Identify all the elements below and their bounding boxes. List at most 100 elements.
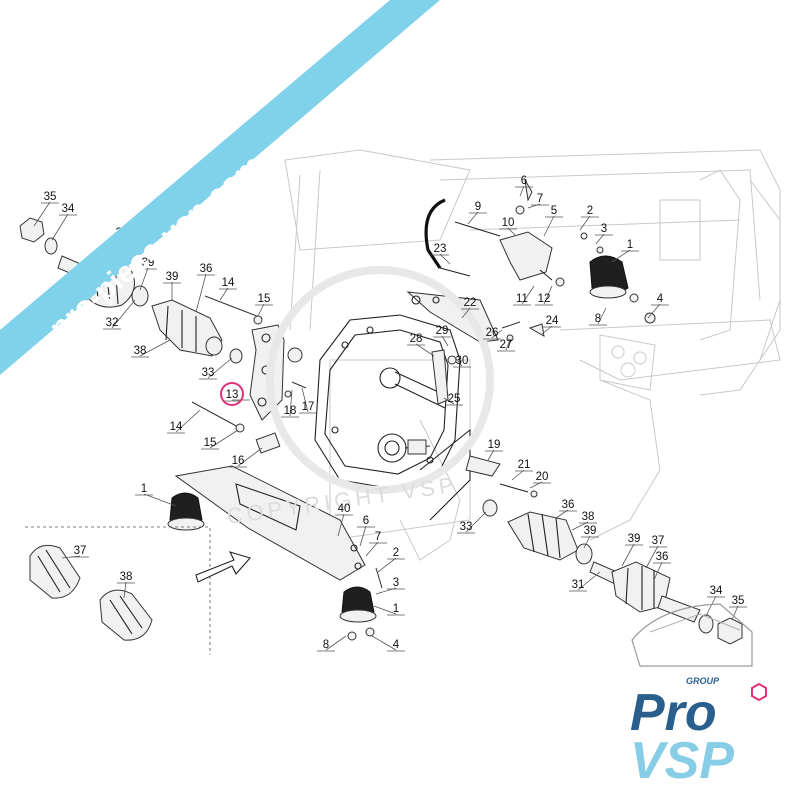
callout-34b: 34 — [710, 585, 723, 597]
leader-line-12a — [543, 285, 553, 305]
callout-4a: 4 — [393, 639, 400, 651]
leader-line-1c — [611, 249, 631, 263]
skid-plate-40 — [174, 465, 366, 581]
callout-8a: 8 — [323, 639, 329, 651]
callout-24a: 24 — [546, 315, 559, 327]
callout-23a: 23 — [434, 243, 447, 255]
callout-38a: 38 — [134, 345, 147, 357]
leader-line-31a — [577, 571, 601, 591]
leader-line-19a — [487, 449, 495, 461]
leader-line-16a — [237, 447, 263, 467]
highlight-circle-13a — [220, 382, 244, 406]
banner-stripe — [0, 0, 440, 375]
callout-28a: 28 — [410, 333, 423, 345]
boot-38a — [99, 589, 153, 641]
leader-line-15b — [209, 429, 239, 449]
leader-line-39a — [139, 267, 149, 291]
callout-32a: 32 — [106, 317, 119, 329]
callout-18a: 18 — [284, 405, 297, 417]
callout-7a: 7 — [375, 531, 381, 543]
leader-line-6b — [519, 185, 525, 197]
leader-line-2a — [377, 557, 397, 573]
shift-cable — [424, 198, 446, 269]
callout-38c: 38 — [582, 511, 595, 523]
callout-19a: 19 — [488, 439, 501, 451]
chassis-frame — [284, 149, 781, 561]
callout-3a: 3 — [393, 577, 399, 589]
leader-line-34b — [705, 595, 717, 617]
leader-line-36d — [653, 561, 663, 581]
callout-2a: 2 — [393, 547, 399, 559]
leader-line-27a — [505, 339, 511, 351]
leader-line-39d — [621, 543, 635, 567]
watermark-ring — [266, 266, 494, 494]
leader-line-33b — [465, 511, 487, 533]
bolt-14a — [204, 295, 263, 319]
logo-hex-icon — [751, 682, 767, 702]
callout-37c: 37 — [652, 535, 665, 547]
logo-group: GROUP — [686, 676, 720, 686]
callout-13a: 13 — [226, 389, 239, 401]
leader-line-34a — [51, 213, 69, 241]
leader-line-35a — [33, 201, 51, 227]
leader-line-4a — [371, 635, 397, 651]
callout-1a: 1 — [141, 483, 147, 495]
callout-1b: 1 — [393, 603, 399, 615]
leader-line-9a — [467, 211, 479, 225]
lever-5 — [499, 231, 553, 281]
website-banner[interactable]: pro-piece-vsp.com — [0, 0, 440, 375]
engine-mounts — [167, 232, 656, 641]
right-driveshaft-assembly — [482, 499, 743, 645]
logo-pro: Pro — [630, 684, 717, 742]
leader-line-38a — [139, 339, 171, 357]
callout-14a: 14 — [222, 277, 235, 289]
leader-line-5a — [543, 215, 555, 237]
gearbox-housing — [314, 314, 471, 521]
callout-10a: 10 — [502, 217, 515, 229]
leader-line-7a — [365, 541, 379, 557]
callout-25a: 25 — [448, 393, 461, 405]
leader-line-35b — [731, 605, 739, 621]
callout-36c: 36 — [562, 499, 575, 511]
callout-35b: 35 — [732, 595, 745, 607]
leader-line-37c — [645, 545, 659, 569]
boot-37a — [29, 544, 81, 599]
callout-26a: 26 — [486, 327, 499, 339]
leader-line-38b — [123, 581, 127, 599]
leader-line-40a — [337, 513, 345, 537]
callout-4b: 4 — [657, 293, 664, 305]
leader-line-1a — [143, 493, 177, 507]
callout-38b: 38 — [120, 571, 133, 583]
bracket-19 — [465, 455, 501, 477]
leader-line-6a — [359, 525, 367, 547]
leader-line-8a — [325, 635, 347, 651]
callout-22a: 22 — [464, 297, 477, 309]
leader-line-33a — [207, 357, 233, 379]
washer-34a — [44, 237, 58, 255]
leader-line-14a — [219, 287, 229, 301]
callout-36d: 36 — [656, 551, 669, 563]
callout-39c: 39 — [584, 525, 597, 537]
callout-35a: 35 — [44, 191, 57, 203]
callout-21a: 21 — [518, 459, 531, 471]
leader-line-36b — [195, 273, 207, 313]
callout-5a: 5 — [551, 205, 557, 217]
leader-line-3b — [595, 233, 605, 245]
leader-line-30a — [453, 355, 463, 367]
callout-12a: 12 — [538, 293, 551, 305]
leader-line-39c — [583, 535, 591, 549]
callout-31a: 31 — [572, 579, 585, 591]
callout-14b: 14 — [170, 421, 183, 433]
callout-labels: 3534363937323936141538331314151618171406… — [33, 175, 747, 652]
leader-line-25a — [443, 397, 455, 405]
callout-15b: 15 — [204, 437, 217, 449]
callout-37b: 37 — [74, 545, 87, 557]
callout-29a: 29 — [436, 325, 449, 337]
leader-line-32a — [111, 299, 136, 329]
callout-27a: 27 — [500, 339, 513, 351]
callout-30a: 30 — [456, 355, 469, 367]
callout-20a: 20 — [536, 471, 549, 483]
bolt-14b — [191, 401, 241, 429]
leader-line-21a — [511, 469, 525, 481]
callout-39b: 39 — [166, 271, 179, 283]
